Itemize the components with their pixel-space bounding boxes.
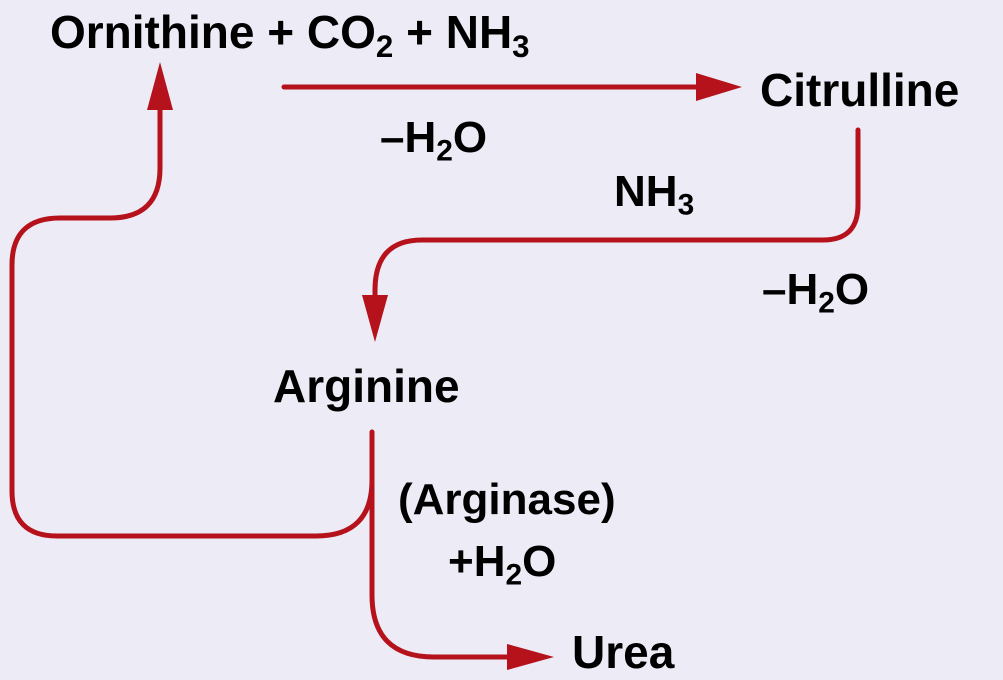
step2-ammonia-label: NH3 [614, 167, 695, 222]
arrowhead-urea [507, 644, 554, 670]
arrow-arginine-to-urea [369, 429, 513, 660]
plus-sign: + [406, 6, 433, 58]
arrow-arginine-to-ornithine [9, 105, 375, 539]
arrowhead-ornithine [147, 62, 173, 110]
carbon-dioxide-label: CO2 [306, 6, 394, 64]
ornithine-label: Ornithine [50, 6, 255, 58]
arrow-citrulline-to-arginine [372, 127, 861, 303]
urea-label: Urea [572, 626, 675, 678]
arrowhead-citrulline [696, 73, 742, 101]
ammonia-label: NH3 [445, 6, 530, 64]
step3-water-gain-label: +H2O [448, 537, 557, 592]
arrowhead-arginine [362, 295, 388, 342]
step2-water-loss-label: –H2O [762, 265, 870, 320]
citrulline-label: Citrulline [760, 64, 960, 116]
arginine-label: Arginine [273, 360, 460, 412]
step1-water-loss-label: –H2O [380, 113, 488, 168]
arginase-enzyme-label: (Arginase) [398, 475, 616, 524]
reactants-line: Ornithine + CO2 + NH3 [50, 6, 530, 64]
plus-sign: + [267, 6, 295, 58]
